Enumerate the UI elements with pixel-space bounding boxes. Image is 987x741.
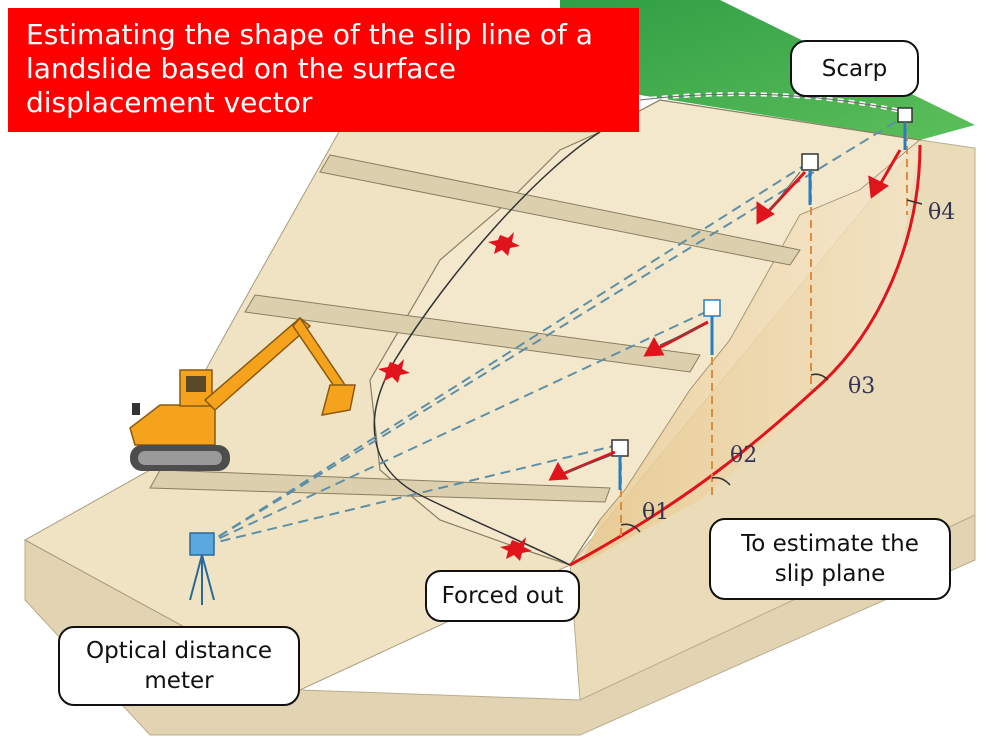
excavator-icon [129, 316, 356, 471]
cross-section [580, 140, 920, 565]
survey-marker-icon [897, 107, 913, 150]
angle-label-theta1: θ1 [642, 500, 670, 525]
bench-upper [319, 154, 801, 266]
block-boundary [373, 131, 601, 566]
page-title: Estimating the shape of the slip line of… [26, 18, 593, 119]
callout-optical-meter: Optical distance meter [58, 626, 300, 706]
callout-forced-out: Forced out [425, 570, 580, 622]
angle-label-theta3: θ3 [848, 374, 876, 399]
burst-marks [378, 232, 532, 561]
callout-scarp: Scarp [790, 40, 919, 97]
angle-arcs [620, 199, 923, 533]
bench-lower [149, 469, 611, 503]
optical-distance-meter-icon [189, 532, 215, 605]
survey-marker-icon [611, 439, 629, 490]
bench-middle [244, 294, 701, 373]
callout-estimate-slip-plane: To estimate the slip plane [709, 518, 951, 600]
survey-marker-icon [801, 153, 819, 205]
angle-label-theta4: θ4 [928, 200, 956, 225]
slip-line [569, 144, 922, 567]
title-banner: Estimating the shape of the slip line of… [8, 8, 639, 132]
angle-label-theta2: θ2 [730, 443, 758, 468]
survey-marker-icon [703, 299, 721, 355]
